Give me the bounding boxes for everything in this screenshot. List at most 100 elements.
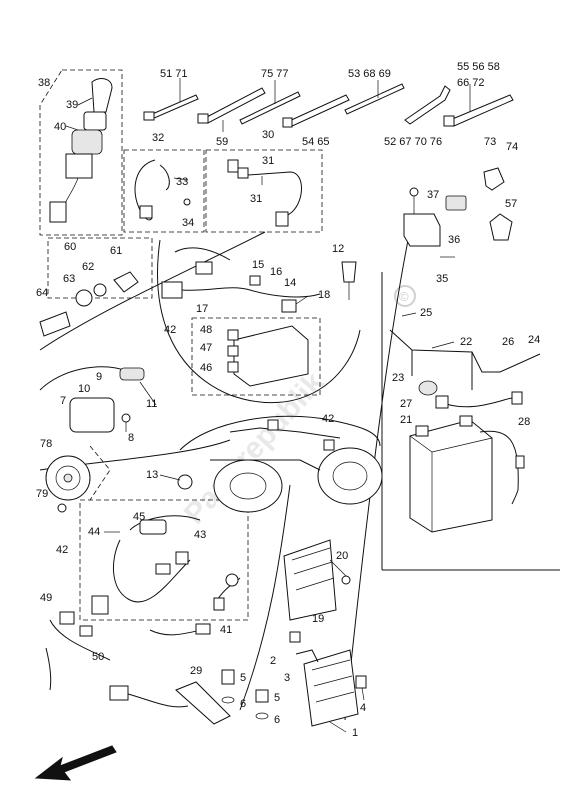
svg-text:©: ©	[399, 289, 409, 304]
callout-17: 17	[196, 303, 208, 315]
horn-78	[45, 445, 111, 513]
ecu-19	[283, 539, 351, 621]
callout-3: 3	[284, 672, 290, 684]
callout-59: 59	[216, 136, 228, 148]
callout-9: 9	[96, 371, 102, 383]
callout-79: 79	[36, 488, 48, 500]
callout-42c: 42	[56, 544, 68, 556]
rectifier-1	[289, 631, 367, 727]
callout-75-77: 75 77	[261, 68, 289, 80]
boundary-curve-center	[157, 239, 361, 404]
callout-57: 57	[505, 198, 517, 210]
callout-60: 60	[64, 241, 76, 253]
callout-28: 28	[518, 416, 530, 428]
group-box-42-relays	[191, 317, 321, 396]
callout-44: 44	[88, 526, 100, 538]
callout-52-67-70-76: 52 67 70 76	[384, 136, 442, 148]
callout-54-65: 54 65	[302, 136, 330, 148]
cable-tie-53-68-69	[344, 80, 405, 115]
callout-27: 27	[400, 398, 412, 410]
callout-24: 24	[528, 334, 540, 346]
switch-5-6-left	[221, 669, 235, 704]
callout-42a: 42	[164, 324, 176, 336]
plug-cap-12	[341, 261, 357, 300]
callout-8: 8	[128, 432, 134, 444]
callout-37: 37	[427, 189, 439, 201]
callout-47: 47	[200, 342, 212, 354]
callout-29: 29	[190, 665, 202, 677]
callout-43: 43	[194, 529, 206, 541]
callout-1: 1	[352, 727, 358, 739]
callout-22: 22	[460, 336, 472, 348]
callout-23: 23	[392, 372, 404, 384]
cable-tie-52	[404, 85, 451, 125]
callout-32: 32	[152, 132, 164, 144]
leader-lines	[65, 97, 455, 733]
ignition-coil	[39, 366, 145, 433]
callout-6a: 6	[240, 698, 246, 710]
callout-53-68-69: 53 68 69	[348, 68, 391, 80]
callout-7: 7	[60, 395, 66, 407]
callout-74: 74	[506, 141, 518, 153]
callout-21: 21	[400, 414, 412, 426]
lead-32	[134, 159, 191, 221]
relay-unit-box	[227, 325, 309, 387]
callout-25: 25	[420, 307, 432, 319]
callout-40: 40	[54, 121, 66, 133]
callout-31a: 31	[262, 155, 274, 167]
front-direction-arrow	[34, 745, 117, 781]
callout-5b: 5	[274, 692, 280, 704]
sensor-29	[109, 681, 231, 725]
callout-62: 62	[82, 261, 94, 273]
atv-vehicle	[177, 415, 383, 513]
cable-tie-59	[197, 87, 266, 132]
callout-13: 13	[146, 469, 158, 481]
callout-33: 33	[176, 176, 188, 188]
fuse-holder-group	[39, 271, 139, 337]
callout-78: 78	[40, 438, 52, 450]
boundary-curve-mid	[239, 484, 291, 711]
callout-34: 34	[182, 217, 194, 229]
callout-11: 11	[146, 398, 157, 410]
callout-15: 15	[252, 259, 264, 271]
callout-61: 61	[110, 245, 122, 257]
callout-73: 73	[484, 136, 496, 148]
boundary-curve-left	[39, 231, 266, 351]
cable-tie-75-77	[239, 80, 301, 125]
boundary-battery	[381, 272, 560, 571]
callout-42b: 42	[322, 413, 334, 425]
callout-labels: 38 39 40 51 71 75 77 53 68 69 55 56 58 6…	[36, 61, 540, 739]
callout-16: 16	[270, 266, 282, 278]
callout-66-72: 66 72	[457, 77, 485, 89]
switch-5-6-right	[255, 689, 269, 720]
callout-30: 30	[262, 129, 274, 141]
callout-38: 38	[38, 77, 50, 89]
callout-48: 48	[200, 324, 212, 336]
callout-2: 2	[270, 655, 276, 667]
lead-28	[479, 430, 525, 505]
callout-10: 10	[78, 383, 90, 395]
callout-19: 19	[312, 613, 324, 625]
callout-49: 49	[40, 592, 52, 604]
sub-lead-17-18	[161, 247, 321, 313]
callout-41: 41	[220, 624, 232, 636]
group-box-42-wiring	[79, 499, 249, 621]
callout-39: 39	[66, 99, 78, 111]
battery-band-22	[389, 329, 541, 390]
callout-63: 63	[63, 273, 75, 285]
callout-18: 18	[318, 289, 330, 301]
callout-6b: 6	[274, 714, 280, 726]
callout-36: 36	[448, 234, 460, 246]
cable-tie-51-71	[143, 78, 199, 121]
callout-5a: 5	[240, 672, 246, 684]
cushion-23	[418, 380, 438, 396]
callout-12: 12	[332, 243, 344, 255]
battery-21	[409, 415, 493, 533]
group-box-32-lead	[123, 149, 205, 233]
callout-35: 35	[436, 273, 448, 285]
callout-26: 26	[502, 336, 514, 348]
cable-tie-55-56-58	[443, 84, 514, 127]
callout-46: 46	[200, 362, 212, 374]
copyright-mark: ©	[394, 285, 416, 307]
